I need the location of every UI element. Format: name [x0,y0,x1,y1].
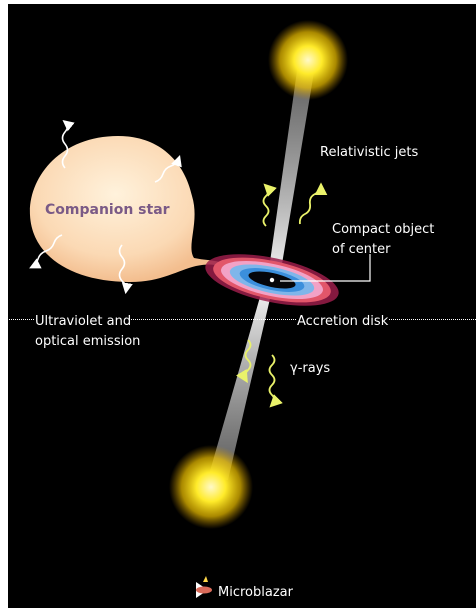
photon-arrows [235,182,328,408]
microblazar-icon [196,576,212,598]
label-uv-line2: optical emission [35,334,141,349]
lower-jet [208,290,272,480]
accretion-disk [205,254,339,306]
label-microblazar: Microblazar [218,585,293,600]
upper-jet [268,64,315,276]
label-compact-object-line1: Compact object [332,222,435,237]
label-accretion-disk: Accretion disk [297,313,389,331]
compact-object-leader [280,254,371,282]
label-compact-object-line2: of center [332,242,391,257]
dotted-divider [0,319,476,320]
lower-jet-glow [169,445,253,529]
emission-arrows [29,119,182,295]
label-relativistic-jets: Relativistic jets [320,145,419,160]
label-uv-line1: Ultraviolet and [35,313,132,331]
upper-jet-glow [268,20,348,100]
companion-star [29,136,220,282]
label-companion-star: Companion star [45,202,170,218]
label-gamma-rays: γ-rays [290,361,331,376]
